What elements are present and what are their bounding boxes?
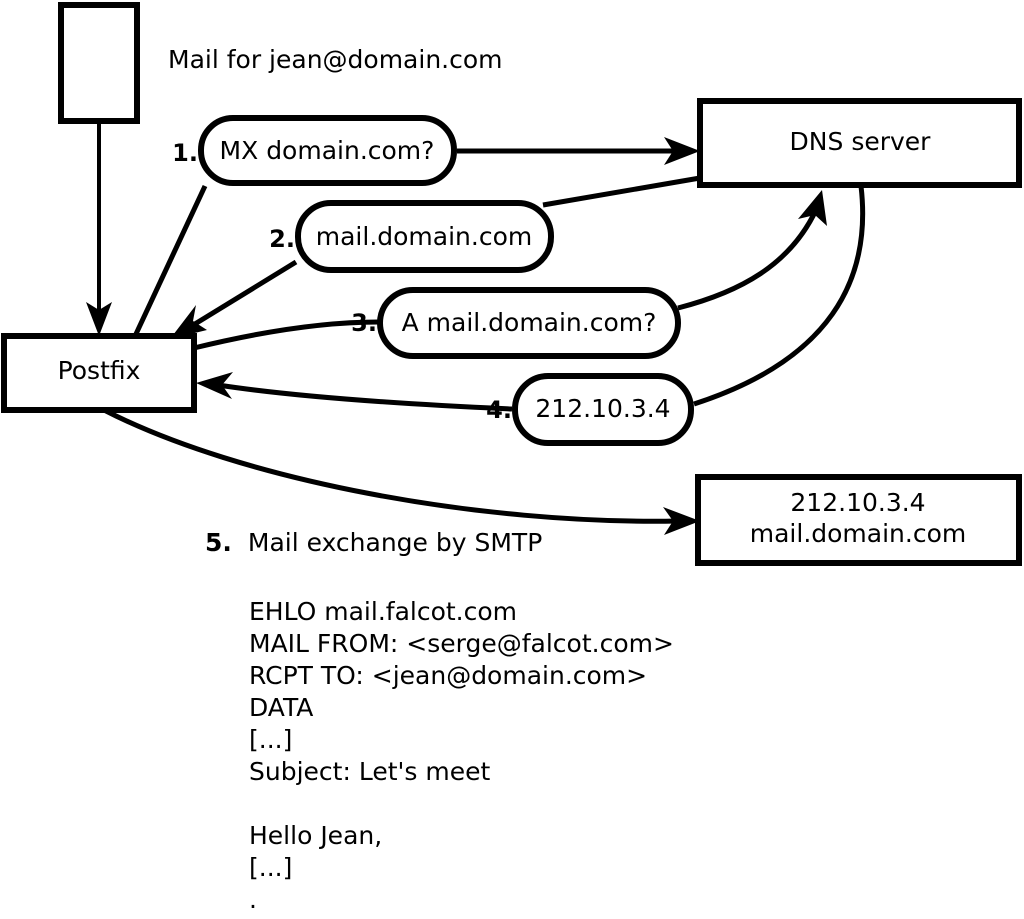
step-2-bubble <box>295 200 554 273</box>
step-4-label: 212.10.3.4 <box>535 394 670 423</box>
edge-dns-to-step4 <box>693 185 866 407</box>
step-2-label: mail.domain.com <box>316 222 532 251</box>
step-4-bubble <box>512 373 694 446</box>
dns-server-box <box>697 98 1022 188</box>
smtp-transcript-line: EHLO mail.falcot.com <box>249 597 518 626</box>
edge-postfix-to-step1 <box>133 184 208 336</box>
step-1-label: MX domain.com? <box>220 136 435 165</box>
edge-step4-to-postfix <box>217 382 513 412</box>
arrowhead-step3-to-dns <box>798 190 827 226</box>
edge-step3-to-dns <box>677 208 819 311</box>
smtp-transcript-line: MAIL FROM: <serge@falcot.com> <box>249 629 674 658</box>
mail-for-caption: Mail for jean@domain.com <box>168 45 503 74</box>
smtp-transcript-line: Subject: Let's meet <box>249 757 491 786</box>
arrowhead-step1-to-dns <box>664 137 700 165</box>
edge-postfix-to-target <box>102 407 679 524</box>
step-3-label: A mail.domain.com? <box>402 308 657 337</box>
step-3-bubble <box>377 287 681 359</box>
step-5-number: 5. <box>205 528 232 557</box>
edge-step2-to-postfix <box>188 259 298 330</box>
step-5-label: Mail exchange by SMTP <box>247 528 543 557</box>
step-2-number: 2. <box>269 225 295 253</box>
smtp-transcript-line: DATA <box>249 693 314 722</box>
edge-dns-to-step2 <box>542 175 701 208</box>
smtp-transcript-line <box>249 788 674 820</box>
smtp-transcript-line: RCPT TO: <jean@domain.com> <box>249 661 648 690</box>
dns-server-label: DNS server <box>790 127 932 156</box>
postfix-box <box>1 333 197 413</box>
target-server-hostname: mail.domain.com <box>750 519 966 548</box>
arrowhead-postfix-to-target <box>663 507 700 535</box>
smtp-transcript-line: [...] <box>249 725 293 754</box>
postfix-label: Postfix <box>58 356 141 385</box>
target-server-ip: 212.10.3.4 <box>790 488 925 517</box>
arrowhead-sender-to-postfix <box>86 302 112 336</box>
smtp-transcript-line: [...] <box>249 853 293 882</box>
sender-box <box>58 2 140 124</box>
step-4-number: 4. <box>486 396 512 424</box>
step-1-number: 1. <box>172 139 198 167</box>
arrowhead-step2-to-postfix <box>170 305 207 339</box>
smtp-transcript-line: Hello Jean, <box>249 821 383 850</box>
step-1-bubble <box>198 115 457 186</box>
edge-postfix-to-step3 <box>193 319 379 351</box>
step-3-number: 3. <box>351 309 377 337</box>
arrowhead-step4-to-postfix <box>196 372 233 399</box>
target-server-box <box>695 474 1022 566</box>
step-5-caption: 5. Mail exchange by SMTP <box>205 528 542 557</box>
smtp-transcript-line: . <box>249 885 257 914</box>
